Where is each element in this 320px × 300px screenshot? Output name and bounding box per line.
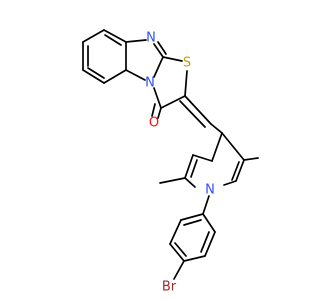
bond <box>200 231 210 253</box>
bond <box>204 231 216 257</box>
bond <box>223 180 237 186</box>
bond <box>104 34 122 46</box>
bond <box>153 43 164 58</box>
bond <box>179 100 206 128</box>
bond <box>159 177 186 184</box>
sulfur-label: S <box>183 56 191 71</box>
bond <box>87 67 105 79</box>
bond <box>184 95 212 125</box>
bond <box>82 29 105 43</box>
bond <box>153 56 164 78</box>
molecule-structure: N N S O N Br <box>0 0 300 300</box>
core-nitrogen-label: N <box>145 76 155 91</box>
bond <box>169 219 182 245</box>
bond <box>82 69 105 84</box>
bond <box>184 154 194 179</box>
bond <box>157 41 167 55</box>
bond <box>183 255 206 262</box>
exocyclic-methylidene <box>179 95 223 162</box>
bond <box>153 87 162 109</box>
bond <box>160 95 186 109</box>
background <box>0 0 300 300</box>
bond <box>184 70 188 97</box>
bond <box>221 132 245 161</box>
bond <box>190 159 198 178</box>
bond <box>202 195 210 215</box>
bond <box>183 219 202 226</box>
bond <box>157 107 162 119</box>
imine-nitrogen-label: N <box>146 31 156 46</box>
bond <box>103 69 127 84</box>
bromine-label: Br <box>162 280 177 295</box>
bond <box>162 56 183 62</box>
bond <box>211 132 223 162</box>
bond <box>180 213 204 221</box>
pyrrole-ring <box>159 132 259 188</box>
bond <box>103 29 127 43</box>
bond <box>210 123 223 134</box>
oxygen-label: O <box>149 116 159 131</box>
bond <box>151 103 156 117</box>
bond <box>125 39 147 43</box>
bond <box>173 260 185 280</box>
imidazole-ring <box>125 39 167 81</box>
bond <box>174 242 187 257</box>
benzene-ring <box>82 29 127 84</box>
bond <box>125 69 146 81</box>
bond <box>235 159 245 182</box>
bond <box>169 243 185 262</box>
bond <box>202 213 216 233</box>
bromophenyl-ring <box>169 213 216 280</box>
bond <box>231 161 240 181</box>
bond <box>192 154 213 162</box>
bond <box>243 157 259 161</box>
bond <box>184 177 196 188</box>
pyrrole-nitrogen-label: N <box>205 183 215 198</box>
thiazolone-ring <box>151 56 188 119</box>
